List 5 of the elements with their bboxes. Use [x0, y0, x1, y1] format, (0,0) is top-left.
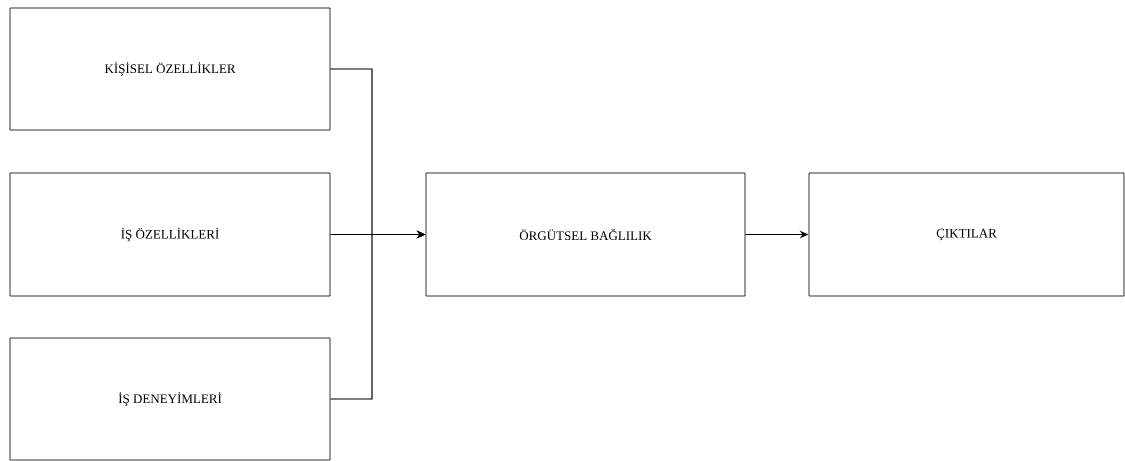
process-box: ÖRGÜTSEL BAĞLILIK: [425, 172, 746, 297]
process-box: KİŞİSEL ÖZELLİKLER: [9, 7, 331, 131]
process-box: İŞ ÖZELLİKLERİ: [9, 172, 331, 297]
process-box: İŞ DENEYİMLERİ: [9, 337, 331, 461]
process-box: ÇIKTILAR: [808, 172, 1125, 297]
